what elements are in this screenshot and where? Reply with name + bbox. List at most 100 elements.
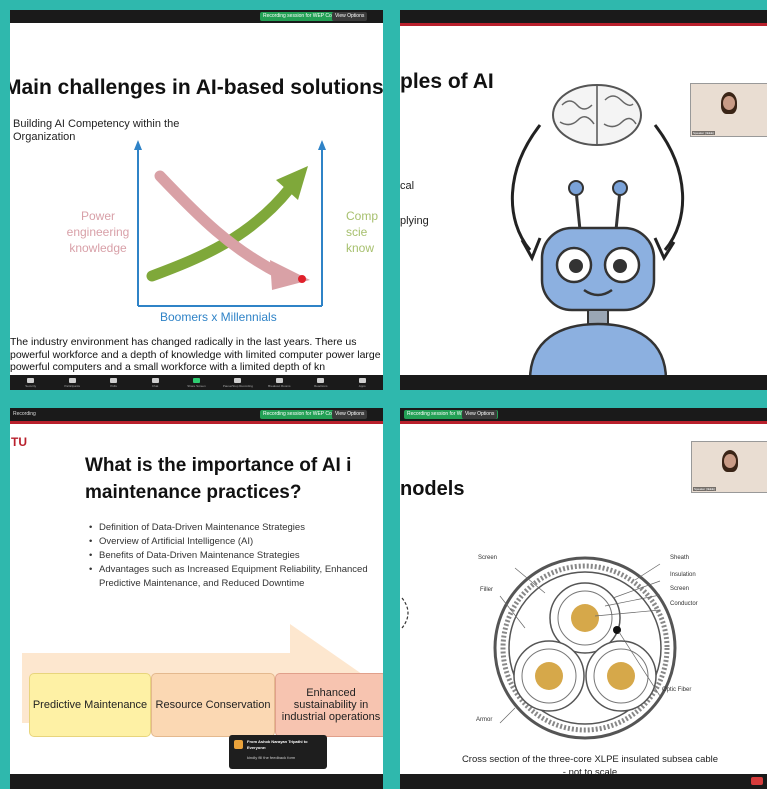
right-curved-arrow — [653, 124, 685, 251]
competency-chart — [134, 140, 326, 307]
core-right — [585, 640, 657, 712]
chat-notification[interactable]: From Ashok Narayan Tripathi to Everyone:… — [229, 735, 327, 769]
computer-science-label: Comp scie know — [346, 209, 379, 255]
falling-pink-arrow — [154, 170, 286, 280]
share-screen-button[interactable]: Share Screen — [176, 377, 217, 388]
polls-button[interactable]: Polls — [93, 377, 134, 388]
slide-title: What is the importance of AI i maintenan… — [85, 452, 351, 506]
green-arrowhead-icon — [276, 166, 308, 200]
left-curved-arrow — [510, 124, 542, 251]
laser-pointer-icon — [298, 275, 306, 283]
slide-panel-ai-maintenance: Recording Recording session for WEP Conf… — [10, 408, 383, 789]
dashed-arrow-fragment — [401, 597, 409, 629]
zoom-top-bar: Recording Recording session for WEP Conf… — [10, 408, 383, 421]
people-icon — [68, 377, 76, 383]
meeting-toolbar: Security Participants Polls Chat Share S… — [10, 375, 383, 390]
view-options-button[interactable]: View Options — [332, 12, 368, 21]
chat-icon — [151, 377, 159, 383]
toolbar-label: Breakout Rooms — [268, 383, 291, 388]
left-axis-arrow-icon — [134, 140, 142, 150]
arrowhead-icon — [520, 237, 542, 262]
apps-button[interactable]: Apps — [342, 377, 383, 388]
label-sheath: Sheath — [670, 555, 690, 561]
list-item: Benefits of Data-Driven Maintenance Stra… — [89, 549, 374, 563]
slide-panel-cable-models: Recording session for WEP Conference Vie… — [400, 408, 767, 789]
label-optic-fiber: Optic Fiber — [662, 687, 692, 693]
pink-arrowhead-icon — [270, 260, 310, 290]
list-item: Advantages such as Increased Equipment R… — [89, 563, 374, 591]
slide-panel-ai-examples: ples of AI cal plying Speaker (IEEE) — [400, 10, 767, 390]
notification-title: From Ashok Narayan Tripathi to Everyone: — [247, 739, 308, 750]
toolbar-label: Chat — [151, 383, 159, 388]
participant-name: Speaker (IEEE) — [693, 487, 716, 491]
participants-button[interactable]: Participants — [51, 377, 92, 388]
chat-icon — [234, 740, 243, 749]
slide-text-fragment: cal — [400, 180, 415, 192]
slide-text-fragment: plying — [400, 215, 429, 227]
label-screen-right: Screen — [670, 586, 690, 592]
participant-video[interactable]: Speaker (IEEE) — [691, 441, 767, 493]
poll-icon — [110, 377, 118, 383]
face-shape — [723, 96, 735, 110]
breakout-rooms-button[interactable]: Breakout Rooms — [259, 377, 300, 388]
arrowhead-icon — [653, 237, 676, 262]
toolbar-label: Apps — [358, 383, 366, 388]
meeting-toolbar — [10, 774, 383, 789]
diagram-caption: Cross section of the three-core XLPE ins… — [461, 754, 719, 778]
meeting-toolbar — [400, 375, 767, 390]
slide-title: Main challenges in AI-based solutions — [10, 76, 383, 99]
core-top — [549, 582, 621, 654]
university-logo: TU — [11, 435, 27, 449]
toolbar-label: Security — [25, 383, 37, 388]
recording-button[interactable]: Pause/Stop Recording — [217, 377, 258, 388]
recording-banner: Recording session for WEP Conference — [260, 410, 355, 419]
toolbar-label: Participants — [64, 383, 80, 388]
label-insulation: Insulation — [670, 572, 696, 578]
bullet-list: Definition of Data-Driven Maintenance St… — [89, 521, 374, 591]
participant-video[interactable]: Speaker (IEEE) — [690, 83, 767, 137]
label-conductor: Conductor — [670, 601, 698, 607]
dashed-curve — [401, 597, 409, 629]
grid-icon — [275, 377, 283, 383]
slide-subtitle: Building AI Competency within the Organi… — [13, 118, 180, 143]
slide-title-line: maintenance practices? — [85, 482, 302, 503]
notification-message: kindly fill the feedback form — [247, 755, 296, 760]
face-shape — [724, 454, 736, 468]
reactions-button[interactable]: Reactions — [300, 377, 341, 388]
shield-icon — [27, 377, 35, 383]
accent-line — [10, 421, 383, 424]
sustainability-box: Enhanced sustainability in industrial op… — [275, 673, 383, 737]
robot-icon — [528, 180, 668, 380]
label-armor: Armor — [476, 717, 493, 723]
power-engineering-label: Power engineering knowledge — [66, 209, 130, 255]
resource-conservation-box: Resource Conservation — [151, 673, 275, 737]
accent-line — [400, 23, 767, 26]
view-options-button[interactable]: View Options — [332, 410, 368, 419]
pause-icon — [234, 377, 242, 383]
core-left — [513, 640, 585, 712]
smile-icon — [317, 377, 325, 383]
slide-panel-ai-challenges: Recording session for WEP Conference Vie… — [10, 10, 383, 390]
toolbar-label: Share Screen — [187, 383, 206, 388]
zoom-top-bar: Recording session for WEP Conference Vie… — [400, 408, 767, 421]
cable-cross-section-diagram — [493, 556, 677, 740]
brain-icon — [552, 84, 642, 146]
list-item: Overview of Artificial Intelligence (AI) — [89, 535, 374, 549]
toolbar-label: Reactions — [314, 383, 328, 388]
axis-caption: Boomers x Millennials — [160, 310, 277, 324]
list-item: Definition of Data-Driven Maintenance St… — [89, 521, 374, 535]
slide-paragraph: The industry environment has changed rad… — [10, 336, 381, 373]
view-options-button[interactable]: View Options — [462, 410, 498, 419]
share-icon — [192, 377, 200, 383]
predictive-maintenance-box: Predictive Maintenance — [29, 673, 151, 737]
toolbar-label: Pause/Stop Recording — [222, 383, 253, 388]
end-meeting-button[interactable] — [751, 777, 763, 785]
recording-banner: Recording session for WEP Conference — [260, 12, 355, 21]
meeting-toolbar — [400, 774, 767, 789]
zoom-top-bar: Recording session for WEP Conference Vie… — [10, 10, 383, 23]
label-screen: Screen — [478, 555, 498, 561]
chat-button[interactable]: Chat — [134, 377, 175, 388]
security-button[interactable]: Security — [10, 377, 51, 388]
zoom-top-bar — [400, 10, 767, 23]
recording-banner: Recording session for WEP Conference — [404, 410, 499, 419]
